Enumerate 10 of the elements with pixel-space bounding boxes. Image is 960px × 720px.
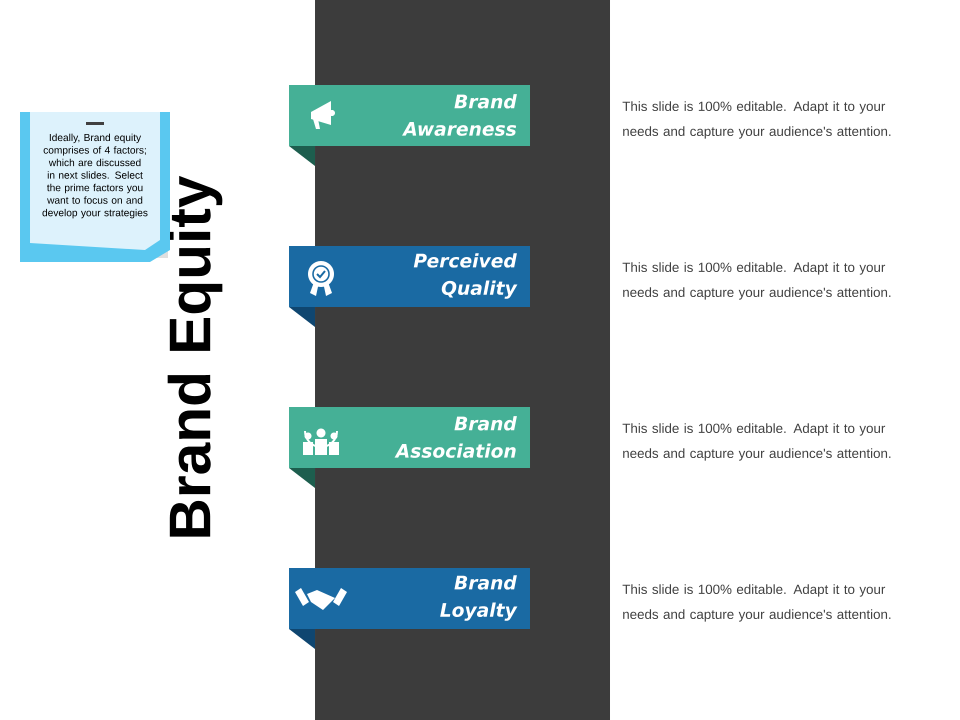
ribbon-banner: Brand Association <box>289 407 530 488</box>
description: This slide is 100% editable. Adapt it to your needs and capture your audience's attention. <box>622 101 890 139</box>
ribbon-banner: Perceived Quality <box>289 246 530 327</box>
ribbon-banner: Brand Loyalty <box>289 568 530 649</box>
description: This slide is 100% editable. Adapt it to your needs and capture your audience's attention. <box>622 262 890 300</box>
sticky-note: Ideally, Brand equity comprises of 4 factors; which are discussed in next slides. Select the prime factors you want to focus on and develop your strategies <box>20 112 170 262</box>
title: Brand Equity <box>168 176 222 537</box>
description: This slide is 100% editable. Adapt it to your needs and capture your audience's attention. <box>622 423 890 461</box>
ribbon-banner: Brand Awareness <box>289 85 530 166</box>
description: This slide is 100% editable. Adapt it to your needs and capture your audience's attention. <box>622 584 890 622</box>
